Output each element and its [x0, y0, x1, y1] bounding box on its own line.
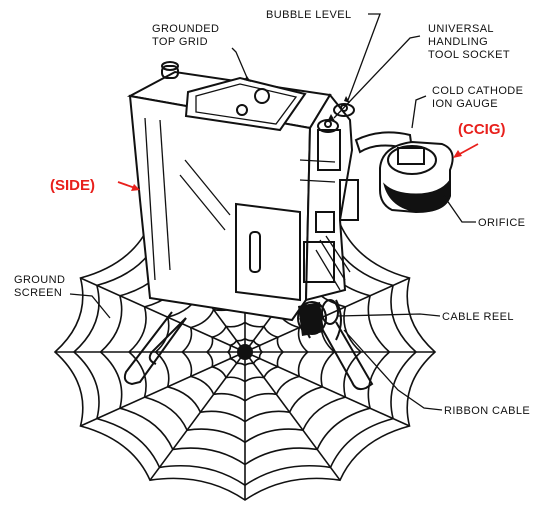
web-hub: [237, 344, 253, 360]
web-spoke: [149, 351, 246, 481]
web-ring: [181, 302, 309, 402]
web-ring: [127, 261, 363, 444]
label-ribbon-cable: RIBBON CABLE: [444, 405, 530, 417]
web-ring: [53, 203, 437, 501]
label-handling-socket: UNIVERSAL HANDLING TOOL SOCKET: [428, 23, 510, 61]
ccig-gauge: [354, 131, 454, 214]
annotation-side: (SIDE): [50, 177, 95, 194]
label-grounded-top-grid: GROUNDED TOP GRID: [152, 23, 223, 48]
label-ground-screen: GROUND SCREEN: [14, 274, 69, 299]
label-bubble-level: BUBBLE LEVEL: [266, 9, 352, 21]
web-ring: [99, 238, 391, 466]
web-ring: [226, 338, 264, 367]
web-ring: [205, 321, 285, 383]
label-ion-gauge: COLD CATHODE ION GAUGE: [432, 85, 527, 110]
web-spoke: [244, 351, 410, 427]
label-cable-reel: CABLE REEL: [442, 311, 514, 323]
web-spoke: [244, 277, 410, 353]
cable-reel-part: [297, 299, 342, 341]
web-spoke: [80, 351, 246, 427]
leader-lines: [69, 13, 479, 411]
ground-screen: [53, 203, 437, 501]
grounded-top-grid: [161, 61, 307, 132]
web-ring: [72, 218, 418, 487]
label-orifice: ORIFICE: [478, 217, 525, 229]
web-spoke: [244, 351, 341, 481]
web-spoke: [80, 277, 246, 353]
annotation-ccig: (CCIG): [458, 121, 506, 138]
